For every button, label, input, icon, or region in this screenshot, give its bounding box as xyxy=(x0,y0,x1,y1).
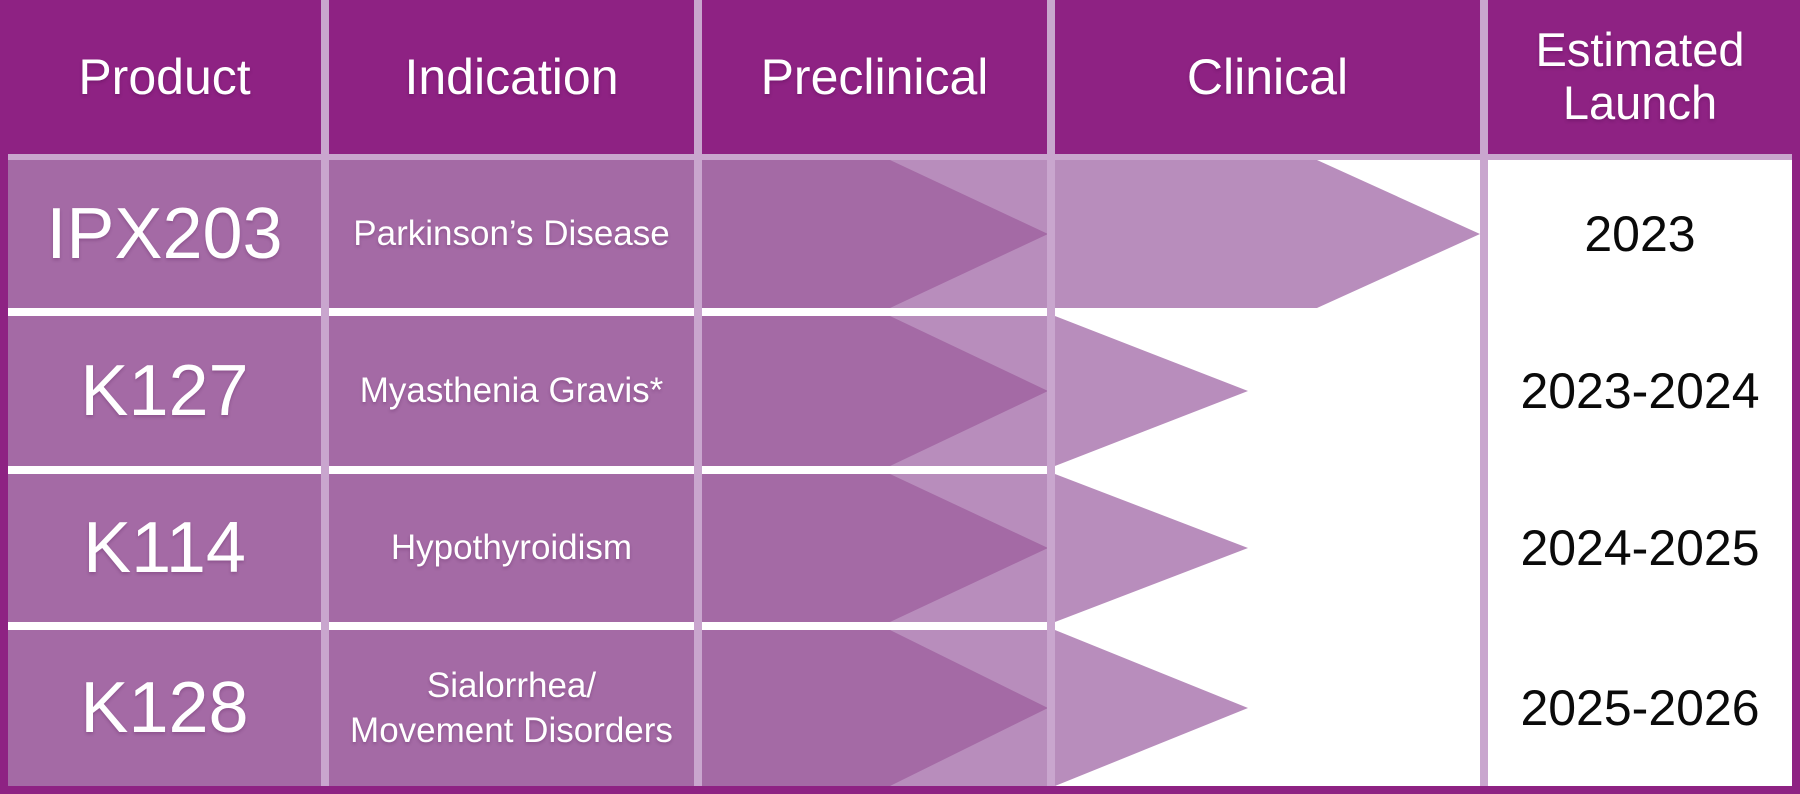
frame-border-bottom xyxy=(0,786,1800,794)
launch-value: 2024-2025 xyxy=(1520,520,1760,576)
table-header xyxy=(0,0,1800,154)
launch-value: 2023 xyxy=(1584,206,1696,262)
row-separator xyxy=(8,466,1480,474)
column-header-preclinical: Preclinical xyxy=(760,49,989,105)
column-divider xyxy=(1047,0,1055,786)
column-header-estimated-launch: Estimated Launch xyxy=(1535,23,1745,129)
product-label: K114 xyxy=(83,508,246,588)
column-divider xyxy=(694,0,702,786)
column-header-product: Product xyxy=(78,49,251,105)
product-label: K128 xyxy=(80,668,249,748)
launch-value: 2023-2024 xyxy=(1520,363,1760,419)
column-divider xyxy=(1480,0,1488,786)
header-underline xyxy=(0,154,1800,160)
column-divider xyxy=(321,0,329,786)
indication-label: Hypothyroidism xyxy=(390,528,633,568)
row-separator xyxy=(8,308,1480,316)
indication-label: Sialorrhea/ Movement Disorders xyxy=(350,665,673,751)
frame-border-left xyxy=(0,0,8,794)
row-separator xyxy=(8,622,1480,630)
launch-value: 2025-2026 xyxy=(1520,680,1760,736)
frame-border-right xyxy=(1792,0,1800,794)
column-header-indication: Indication xyxy=(404,49,619,105)
column-header-clinical: Clinical xyxy=(1186,49,1349,105)
product-label: IPX203 xyxy=(46,194,283,274)
product-label: K127 xyxy=(80,351,249,431)
indication-label: Parkinson’s Disease xyxy=(353,214,670,254)
indication-label: Myasthenia Gravis* xyxy=(359,371,664,411)
